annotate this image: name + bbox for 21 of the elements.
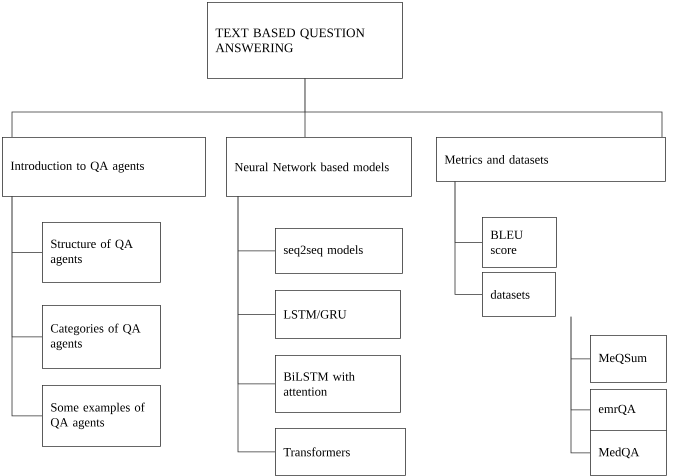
- topic-box: Some examples of QA agents: [42, 384, 161, 447]
- topic-box: Categories of QA agents: [42, 304, 161, 369]
- topic-box: BiLSTM with attention: [275, 355, 401, 413]
- topic-box: seq2seq models: [275, 228, 403, 274]
- connector-line: [12, 196, 42, 416]
- connector-line: [238, 196, 276, 452]
- topic-box: emrQA: [590, 388, 667, 431]
- topic-box: Transformers: [275, 428, 406, 476]
- category-box: Neural Network based models: [226, 136, 412, 197]
- category-box: Introduction to QA agents: [2, 136, 206, 197]
- topic-box: MedQA: [590, 430, 667, 476]
- connector-line: [304, 78, 662, 138]
- topic-box: BLEU score: [482, 216, 557, 268]
- connector-line: [454, 181, 482, 295]
- connector-line: [570, 316, 590, 454]
- category-box: Metrics and datasets: [436, 136, 666, 182]
- topic-box: MeQSum: [590, 335, 667, 383]
- topic-box: Structure of QA agents: [42, 222, 161, 283]
- root-box: TEXT BASED QUESTION ANSWERING: [207, 2, 403, 79]
- topic-box: LSTM/GRU: [275, 290, 401, 339]
- topic-box: datasets: [482, 272, 556, 317]
